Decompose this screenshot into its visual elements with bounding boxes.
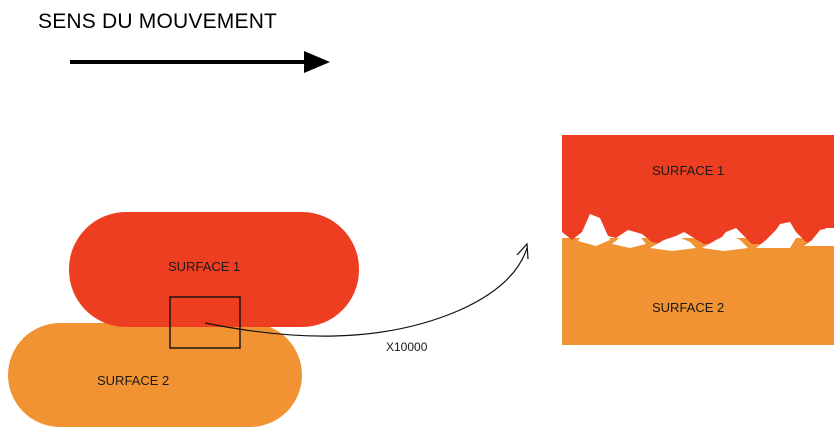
zoom-surface-1-block xyxy=(562,135,834,244)
asperity-gap xyxy=(804,228,834,246)
magnification-label: X10000 xyxy=(386,340,428,354)
surface-2-body xyxy=(8,323,302,427)
zoom-surface-1-label: SURFACE 1 xyxy=(652,163,725,178)
asperity-gap xyxy=(578,220,610,246)
surface-1-body xyxy=(69,212,359,327)
zoom-surface-2-block xyxy=(562,238,834,345)
asperity-gap xyxy=(702,234,748,251)
zoom-surface-2-label: SURFACE 2 xyxy=(652,300,725,315)
magnification-arrow xyxy=(204,247,528,337)
asperity-gap xyxy=(650,236,696,251)
magnification-arrowhead xyxy=(516,242,529,260)
asperity-gap xyxy=(612,234,646,248)
asperity-gap xyxy=(756,228,796,248)
surface-1-label: SURFACE 1 xyxy=(168,259,241,274)
motion-arrowhead xyxy=(304,51,330,73)
zoom-selection-box xyxy=(169,296,241,349)
surface-2-label: SURFACE 2 xyxy=(97,373,170,388)
asperity-gaps xyxy=(578,220,834,251)
motion-direction-label: SENS DU MOUVEMENT xyxy=(38,10,278,33)
